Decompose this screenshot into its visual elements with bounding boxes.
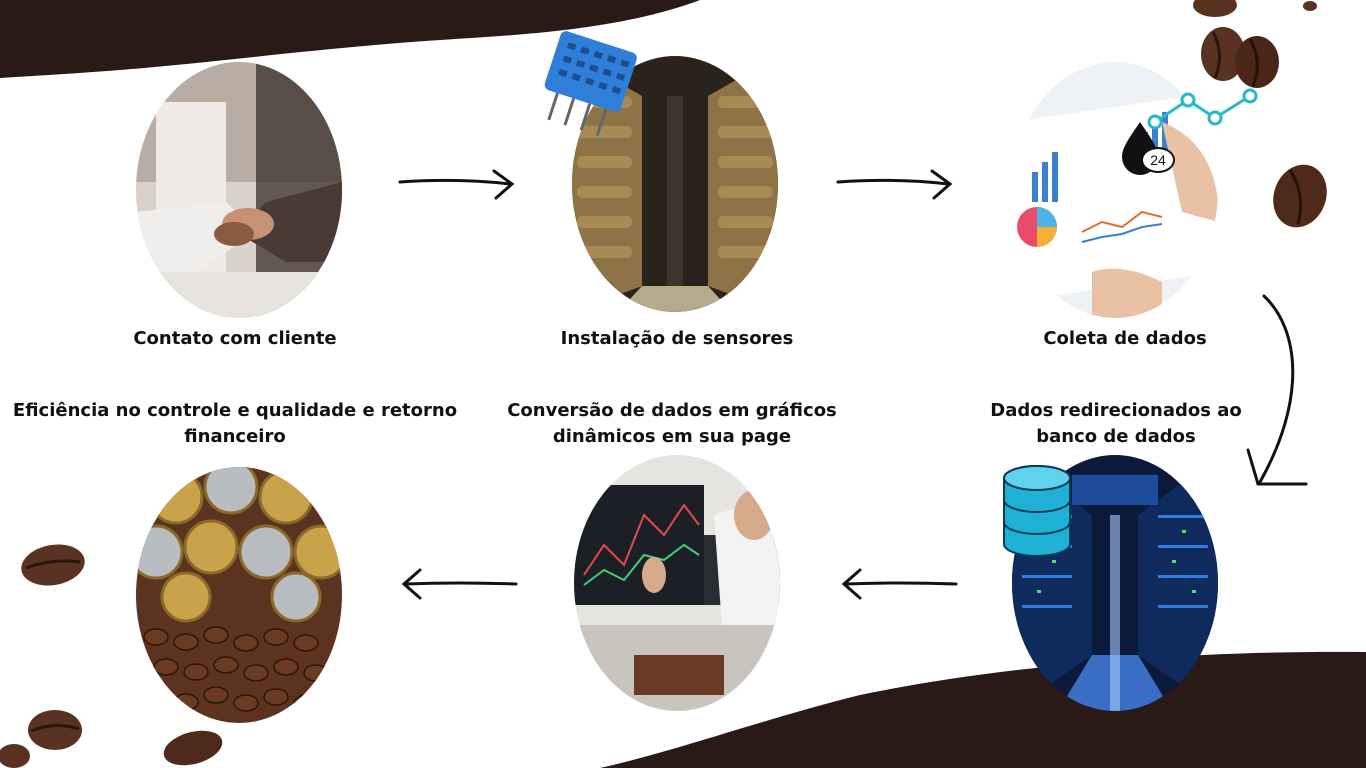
badge-24: 24 xyxy=(1141,147,1175,173)
arrow-curved-down-icon xyxy=(1246,294,1308,486)
line-chart-icon xyxy=(1122,88,1258,175)
top-brown-wave xyxy=(0,0,700,78)
step-label-charts: Conversão de dados em gráficos dinâmicos… xyxy=(507,400,837,447)
trading-screens-photo xyxy=(574,455,780,711)
coins-and-coffee-beans-photo xyxy=(136,467,342,723)
handshake-photo xyxy=(136,62,342,318)
coffee-bean-icon xyxy=(28,710,82,750)
arrow-right-icon xyxy=(836,169,953,200)
database-icon xyxy=(1003,465,1071,557)
coffee-bean-icon xyxy=(0,744,30,768)
arrow-right-icon xyxy=(398,169,515,200)
step-label-collect: Coleta de dados xyxy=(1043,328,1207,349)
coffee-bean-icon xyxy=(163,730,223,766)
coffee-bean-icon xyxy=(1201,27,1279,88)
step-label-contact: Contato com cliente xyxy=(133,328,337,349)
dht-sensor-icon xyxy=(544,31,637,137)
coffee-bean-icon xyxy=(1273,164,1327,228)
step-label-efficiency: Eficiência no controle e qualidade e ret… xyxy=(12,400,458,447)
step-label-database: Dados redirecionados ao banco de dados xyxy=(990,400,1242,447)
arrow-left-icon xyxy=(401,568,518,600)
coffee-bean-icon xyxy=(1193,0,1237,17)
arrow-left-icon xyxy=(841,568,958,600)
coffee-bean-icon xyxy=(21,544,85,586)
coffee-bean-icon xyxy=(1303,1,1317,11)
step-label-sensors: Instalação de sensores xyxy=(560,328,794,349)
